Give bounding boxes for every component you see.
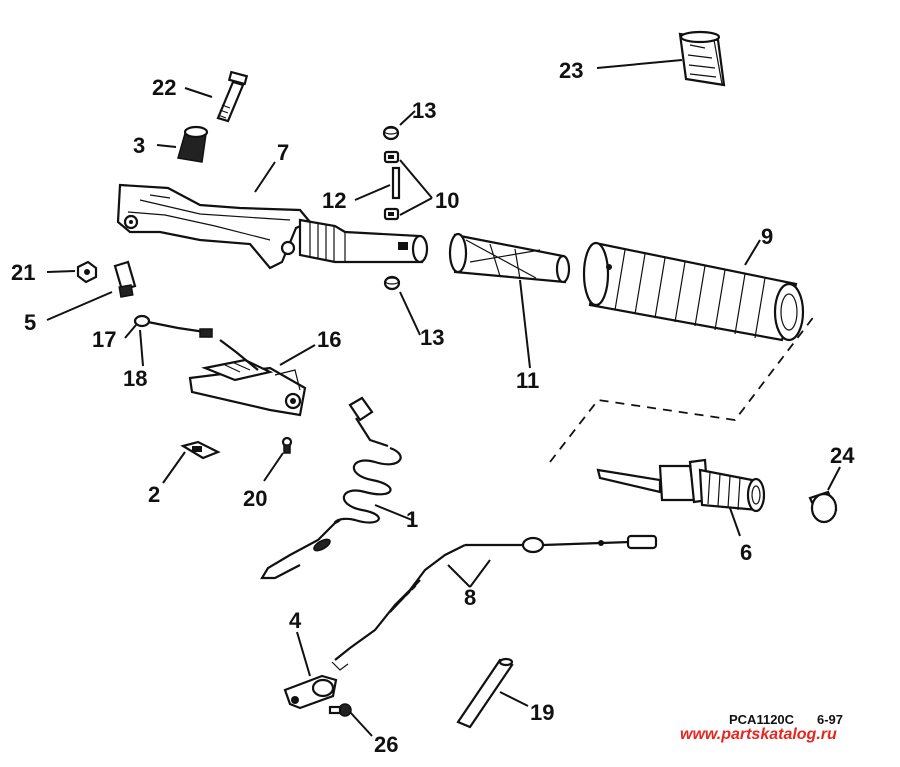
- part-7-tiller-arm: [116, 183, 429, 270]
- callout-1: 1: [406, 507, 418, 532]
- callout-9: 9: [761, 224, 773, 249]
- callout-2: 2: [148, 482, 160, 507]
- part-20-screw: [281, 436, 293, 454]
- callout-7: 7: [277, 140, 289, 165]
- part-23-cap: [678, 30, 726, 87]
- leader-lines: [46, 59, 841, 737]
- callout-11: 11: [516, 368, 539, 393]
- part-10-clip-lower: [383, 207, 400, 221]
- drawing-date: 6-97: [817, 712, 844, 727]
- part-21-nut: [76, 260, 98, 284]
- part-9-grip: [582, 241, 805, 342]
- callout-23: 23: [559, 58, 583, 83]
- part-17-18-wire: [133, 314, 213, 338]
- part-2-clip: [180, 440, 221, 460]
- part-13-nut-top: [382, 125, 400, 141]
- callout-24: 24: [830, 443, 855, 468]
- callout-13-bottom: 13: [420, 325, 444, 350]
- part-13-nut-bottom: [383, 275, 401, 291]
- callout-26: 26: [374, 732, 398, 757]
- callout-21: 21: [11, 260, 35, 285]
- callout-20: 20: [243, 486, 267, 511]
- watermark-link[interactable]: www.partskatalog.ru: [680, 726, 837, 743]
- part-5-plug: [113, 260, 137, 298]
- callout-18: 18: [123, 366, 147, 391]
- callout-3: 3: [133, 133, 145, 158]
- part-8-cable: [331, 534, 658, 671]
- part-12-pin: [391, 166, 401, 200]
- callout-13-top: 13: [412, 98, 436, 123]
- callout-22: 22: [152, 75, 176, 100]
- part-24-end-cap: [808, 490, 838, 524]
- part-4-bracket: [283, 674, 338, 710]
- callout-8: 8: [464, 585, 476, 610]
- part-16-switch: [188, 339, 307, 417]
- part-1-lanyard: [260, 396, 402, 580]
- part-3-bushing: [177, 125, 209, 163]
- part-19-rod: [456, 657, 514, 729]
- callout-12: 12: [322, 188, 346, 213]
- callout-labels: 22 3 7 21 5 17 18 16 2 20 1 12 10 13 13 …: [11, 58, 855, 757]
- part-22-bolt: [216, 70, 249, 123]
- callout-4: 4: [289, 608, 302, 633]
- callout-10: 10: [435, 188, 459, 213]
- callout-19: 19: [530, 700, 554, 725]
- callout-17: 17: [92, 327, 116, 352]
- callout-16: 16: [317, 327, 341, 352]
- assembly-dashed-outline: [549, 314, 816, 463]
- drawing-code: PCA1120C: [729, 712, 795, 727]
- part-26-screw: [328, 703, 352, 717]
- callout-6: 6: [740, 540, 752, 565]
- part-11-throttle-tube: [448, 232, 571, 284]
- callout-5: 5: [24, 310, 36, 335]
- part-6-shaft-assembly: [596, 458, 766, 513]
- part-10-clip-upper: [383, 150, 400, 164]
